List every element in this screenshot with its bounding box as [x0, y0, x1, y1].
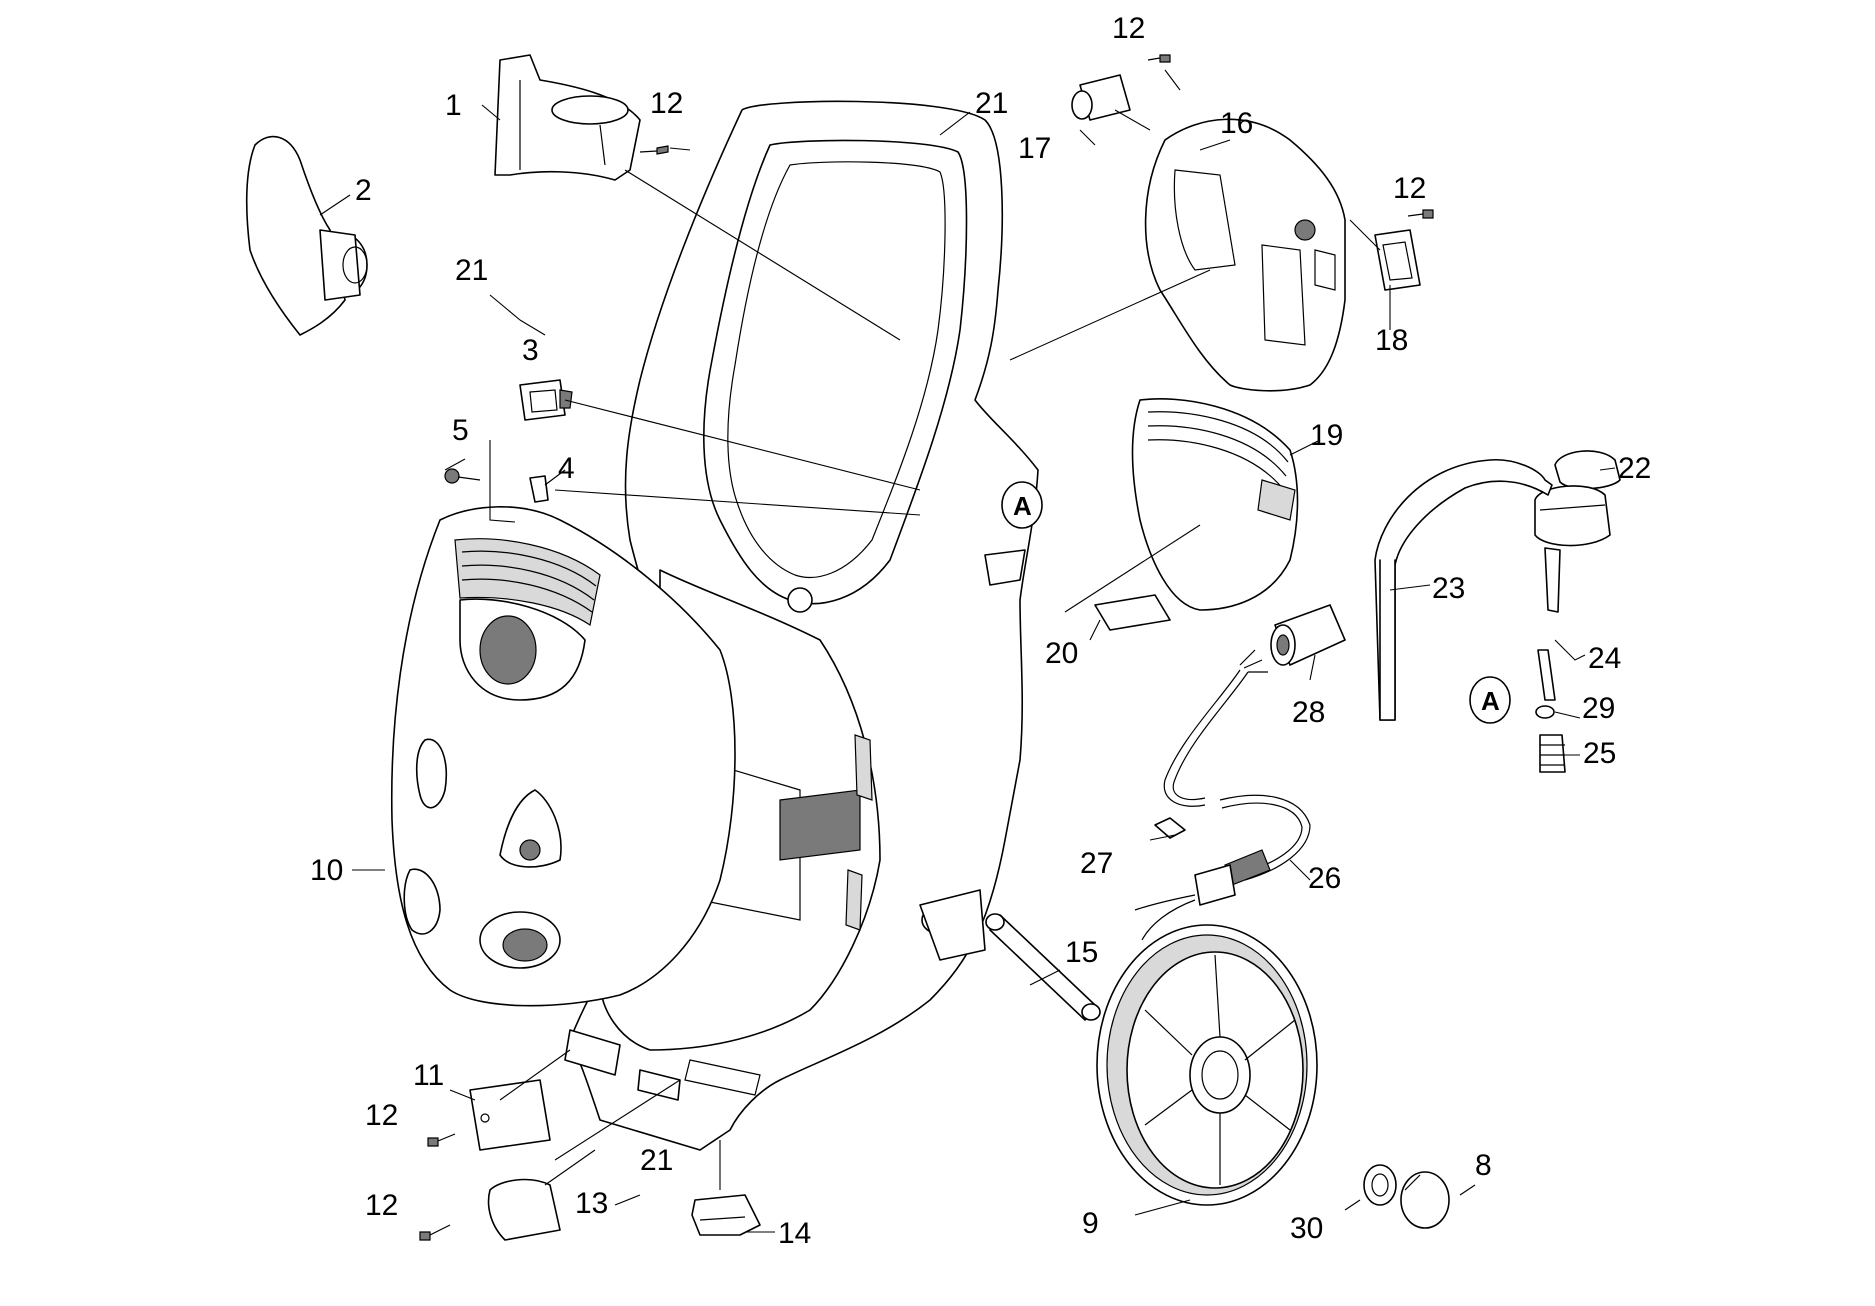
callout-23: 23: [1432, 572, 1465, 605]
callout-17: 17: [1018, 132, 1051, 165]
callout-5: 5: [452, 414, 469, 447]
part-1-bracket: [494, 54, 641, 181]
callout-24: 24: [1588, 642, 1621, 675]
callout-8: 8: [1475, 1149, 1492, 1182]
part-18-catch: [1374, 229, 1421, 291]
callout-30: 30: [1290, 1212, 1323, 1245]
callout-27: 27: [1080, 847, 1113, 880]
part-11-plate: [469, 1079, 551, 1151]
front-cover: [390, 506, 736, 1007]
reference-mark-a-1-label: A: [1013, 491, 1032, 521]
callout-25: 25: [1583, 737, 1616, 770]
callout-1: 1: [445, 89, 462, 122]
reference-mark-a-2-label: A: [1481, 686, 1500, 716]
part-2-sleeve: [245, 135, 368, 336]
callout-9: 9: [1082, 1207, 1099, 1240]
callout-15: 15: [1065, 936, 1098, 969]
callout-26: 26: [1308, 862, 1341, 895]
callout-16: 16: [1220, 107, 1253, 140]
part-8-cap: [1400, 1171, 1450, 1229]
callout-21-b: 21: [455, 254, 488, 287]
part-13-clip: [487, 1178, 561, 1241]
part-16-holder: [1144, 118, 1346, 392]
callout-21-c: 21: [640, 1144, 673, 1177]
callout-12-c: 12: [1393, 172, 1426, 205]
part-3-clip: [519, 379, 573, 421]
callout-3: 3: [522, 334, 539, 367]
callout-19: 19: [1310, 419, 1343, 452]
callout-13: 13: [575, 1187, 608, 1220]
part-26-27-cable: [1134, 649, 1311, 941]
callout-12-e: 12: [365, 1189, 398, 1222]
reference-mark-a-1: A: [1001, 481, 1043, 529]
part-5-screw: [444, 468, 481, 484]
reference-mark-a-2: A: [1469, 676, 1511, 724]
callout-labels: 1 2 3 4 5 8 9 10 11 12 12 12 12 12 13 14…: [310, 12, 1651, 1250]
callout-10: 10: [310, 854, 343, 887]
callout-29: 29: [1582, 692, 1615, 725]
part-17-catch: [1071, 74, 1131, 121]
callout-20: 20: [1045, 637, 1078, 670]
part-9-wheel: [1096, 924, 1318, 1206]
callout-12-a: 12: [650, 87, 683, 120]
part-15-axle: [985, 913, 1101, 1021]
callout-22: 22: [1618, 452, 1651, 485]
part-4-clip: [529, 475, 549, 503]
callout-2: 2: [355, 174, 372, 207]
callout-21-a: 21: [975, 87, 1008, 120]
callout-12-b: 12: [1112, 12, 1145, 45]
part-28-plug: [1270, 604, 1346, 666]
callout-14: 14: [778, 1217, 811, 1250]
callout-12-d: 12: [365, 1099, 398, 1132]
callout-18: 18: [1375, 324, 1408, 357]
callout-11: 11: [413, 1059, 444, 1092]
screws-12: [419, 54, 1434, 1241]
callout-4: 4: [558, 452, 575, 485]
part-30-ring: [1363, 1164, 1397, 1206]
part-20-plate: [1094, 594, 1171, 631]
part-14-foot: [691, 1194, 761, 1236]
callout-28: 28: [1292, 696, 1325, 729]
part-22-25-detergent: [1374, 450, 1621, 773]
part-19-housing: [1131, 398, 1299, 611]
leader-lines: [319, 69, 1616, 1233]
